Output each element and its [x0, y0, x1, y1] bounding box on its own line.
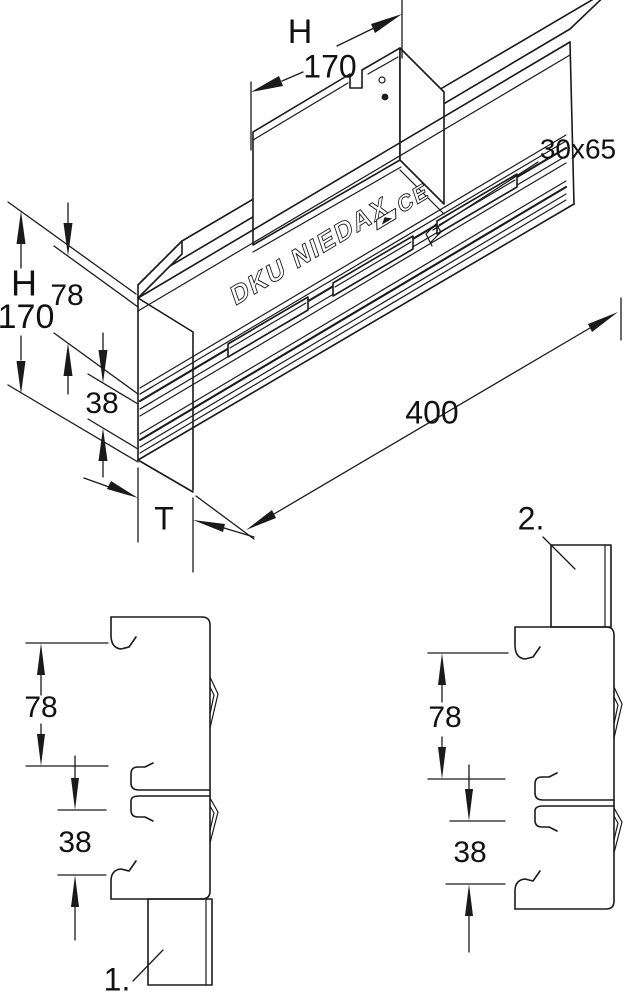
callout-2: 2.: [518, 500, 545, 536]
upstand-hole2-icon: [381, 93, 389, 101]
profile-left: [110, 616, 219, 900]
slot-1: [227, 296, 309, 358]
wall-lance3-icon: [613, 686, 623, 739]
dim-label-depth-t: T: [154, 500, 174, 536]
dim-label-length-400: 400: [405, 394, 458, 430]
niedax-logo-icon: [376, 207, 397, 231]
upstand-hole-icon: [378, 76, 386, 84]
upstand-right-wall: [399, 47, 445, 205]
coupler-block-1: [147, 898, 213, 986]
wall-lance-icon: [209, 676, 219, 729]
dim-label-h-left: H: [11, 263, 37, 304]
latch-lance-icon: [425, 223, 442, 247]
dim-label-78-section-right: 78: [428, 701, 461, 734]
cross-section-right: 78 38 2.: [427, 500, 623, 953]
wall-lance4-icon: [613, 807, 623, 854]
outlet-upstand: [252, 47, 445, 253]
duct-body: [137, 41, 575, 493]
wall-lance2-icon: [209, 797, 219, 844]
dim-label-78-iso: 78: [50, 279, 83, 312]
isometric-view: DKU NIEDAX CE H 170 30x65 H 1: [0, 0, 622, 573]
dim-label-170-left: 170: [0, 298, 54, 336]
dimension-annotations-iso: H 170 30x65 H 170 78 38: [0, 0, 622, 573]
dim-label-38-section-right: 38: [453, 836, 486, 869]
dim-label-slot-size: 30x65: [540, 133, 616, 164]
dim-label-78-section-left: 78: [24, 691, 57, 724]
dim-label-h-top: H: [288, 13, 313, 51]
cover-block-2: [550, 544, 612, 628]
duct-cover-end-face: [137, 240, 183, 299]
dim-label-38-iso: 38: [85, 387, 118, 420]
profile-right: [514, 626, 623, 910]
slot-2: [332, 235, 414, 297]
dim-label-170-top: 170: [303, 48, 356, 84]
cross-section-left: 78 38 1.: [24, 616, 219, 997]
dimension-annotations-section-left: 78 38 1.: [24, 642, 164, 997]
dimension-annotations-section-right: 78 38 2.: [427, 500, 576, 953]
mounting-rail-lower: [138, 180, 568, 454]
callout-1: 1.: [104, 961, 131, 997]
dim-label-38-section-left: 38: [58, 826, 91, 859]
